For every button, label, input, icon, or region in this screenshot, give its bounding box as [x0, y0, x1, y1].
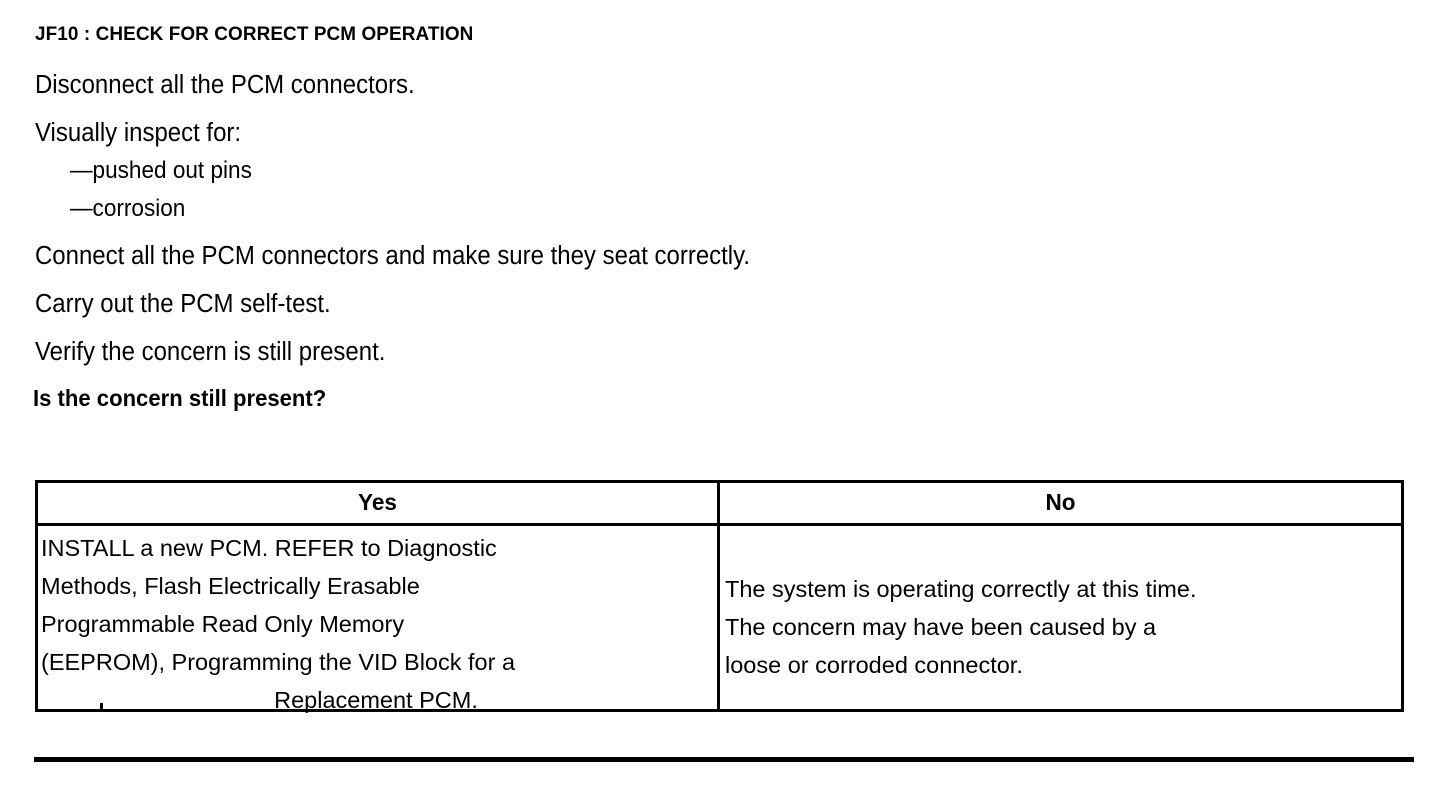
decision-question: Is the concern still present?	[33, 385, 327, 411]
page-title: JF10 : CHECK FOR CORRECT PCM OPERATION	[35, 23, 474, 45]
instruction-line-3: Connect all the PCM connectors and make …	[35, 242, 751, 270]
table-header-cell-yes: Yes	[38, 483, 720, 523]
yes-action-text-last-line: Replacement PCM.	[274, 687, 478, 714]
table-header-cell-no: No	[720, 483, 1401, 523]
instruction-line-1: Disconnect all the PCM connectors.	[35, 71, 415, 99]
inspect-item-corrosion: —corrosion	[70, 195, 186, 222]
table-body-row: INSTALL a new PCM. REFER to Diagnostic M…	[38, 526, 1401, 713]
section-divider-rule	[34, 757, 1414, 762]
table-header-row: Yes No	[38, 483, 1401, 526]
instruction-line-2: Visually inspect for:	[35, 119, 242, 147]
column-header-yes-label: Yes	[358, 489, 397, 516]
instruction-line-4: Carry out the PCM self-test.	[35, 290, 331, 318]
yes-action-text-block: INSTALL a new PCM. REFER to Diagnostic M…	[41, 529, 717, 719]
table-cell-yes: INSTALL a new PCM. REFER to Diagnostic M…	[38, 526, 720, 713]
scan-artifact-mark	[100, 703, 103, 709]
no-action-text: The system is operating correctly at thi…	[725, 576, 1197, 679]
yes-action-text: INSTALL a new PCM. REFER to Diagnostic M…	[41, 535, 516, 676]
inspect-item-pushed-out-pins: —pushed out pins	[70, 157, 252, 184]
no-action-text-block: The system is operating correctly at thi…	[725, 570, 1399, 684]
column-header-no-label: No	[1045, 489, 1076, 516]
instruction-line-5: Verify the concern is still present.	[35, 338, 386, 366]
table-cell-no: The system is operating correctly at thi…	[720, 526, 1401, 709]
result-table: Yes No INSTALL a new PCM. REFER to Diagn…	[35, 480, 1404, 713]
